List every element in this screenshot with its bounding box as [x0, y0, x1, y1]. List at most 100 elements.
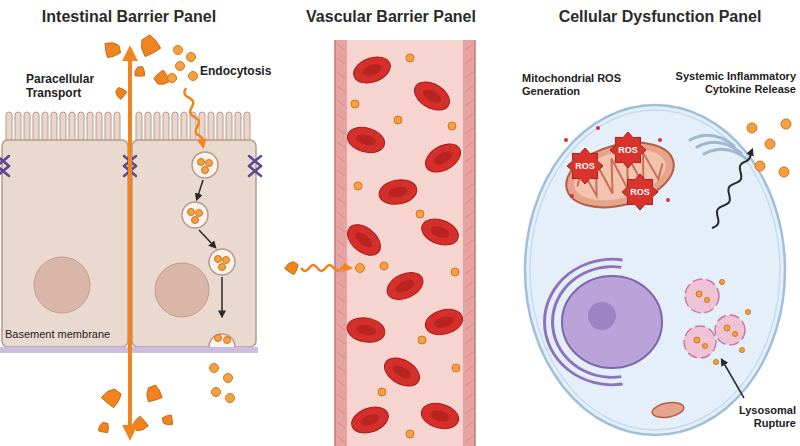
particle-dot: [765, 139, 775, 149]
cell-nucleus: [562, 276, 662, 368]
endothelial-seam: [337, 44, 345, 50]
particle-dot: [189, 72, 198, 81]
endocytic-vesicle: [182, 202, 208, 228]
particle-dot: [378, 388, 386, 396]
endothelial-seam: [465, 128, 473, 134]
endothelial-seam: [465, 366, 473, 372]
particle-dot: [714, 360, 719, 365]
ros-label: ROS: [575, 162, 595, 171]
endothelial-seam: [465, 44, 473, 50]
cell-rim: [342, 219, 387, 262]
endothelial-seam: [337, 72, 345, 78]
cell-rim: [383, 267, 428, 305]
intestinal-illustration: [0, 35, 261, 436]
vessel-edge: [334, 40, 336, 446]
tight-junction: [249, 166, 261, 176]
endothelial-seam: [337, 394, 345, 400]
endothelial-seam: [337, 296, 345, 302]
cell-nucleus: [34, 257, 90, 313]
cell-rim: [380, 352, 425, 392]
panel-heading: Cellular Dysfunction Panel: [520, 0, 800, 26]
tight-junction: [0, 166, 9, 176]
particle-dot: [215, 256, 222, 263]
starburst: [567, 148, 603, 184]
endothelial-seam: [337, 338, 345, 344]
red-blood-cell: [377, 177, 419, 207]
exocytosis-pocket: [209, 334, 235, 347]
endothelial-seam: [465, 170, 473, 176]
cell-dimple: [429, 409, 451, 424]
process-label: Paracellular Transport: [26, 72, 112, 101]
endothelial-seam: [465, 58, 473, 64]
particle-aggregate: [132, 416, 148, 431]
endothelial-seam: [465, 184, 473, 190]
vessel-edge: [474, 40, 476, 446]
endothelial-seam: [465, 352, 473, 358]
cell-dimple: [387, 185, 408, 198]
cell-dimple: [353, 230, 375, 251]
endothelial-seam: [465, 324, 473, 330]
nucleolus: [588, 302, 616, 330]
endothelial-seam: [337, 58, 345, 64]
particle-dot: [215, 335, 222, 342]
particle-dot: [354, 182, 362, 190]
lysosome: [685, 279, 719, 313]
ros-label: ROS: [618, 146, 638, 155]
vessel-wall: [335, 40, 475, 446]
starburst: [610, 132, 646, 168]
panel-heading: Vascular Barrier Panel: [262, 0, 520, 26]
particle-aggregate: [162, 415, 172, 425]
endothelial-seam: [465, 100, 473, 106]
particle-dot: [351, 100, 359, 108]
endothelial-seam: [465, 338, 473, 344]
lysosome: [715, 315, 745, 345]
particle-aggregate: [285, 262, 299, 275]
cell-dimple: [355, 323, 376, 336]
cell-rim: [418, 214, 462, 250]
particle-dot: [176, 62, 185, 71]
endothelial-seam: [465, 394, 473, 400]
translocation-arrow: [301, 265, 350, 271]
particle-dot: [210, 364, 219, 373]
process-label: Mitochondrial ROS Generation: [522, 72, 634, 98]
particle-dot: [223, 257, 230, 264]
red-blood-cell: [345, 123, 388, 156]
endothelial-seam: [465, 86, 473, 92]
endothelial-seam: [337, 156, 345, 162]
cell-rim: [419, 399, 462, 432]
vascular-illustration: [285, 40, 475, 446]
particle-dot: [224, 374, 233, 383]
particle-dot: [694, 337, 700, 343]
cell-rim: [348, 402, 392, 438]
process-label: Endocytosis: [200, 64, 271, 78]
cell-nucleus: [155, 263, 209, 317]
tight-junction: [249, 156, 261, 166]
particle-aggregate: [147, 385, 162, 402]
panel-heading: Intestinal Barrier Panel: [0, 0, 258, 26]
particle-dot: [187, 53, 196, 62]
cell-rim: [377, 177, 419, 207]
transcytosis-arrow: [199, 230, 215, 247]
ros-burst: ROS: [609, 131, 647, 169]
tight-junction: [249, 156, 261, 166]
particle-dot: [696, 291, 702, 297]
cell-dimple: [355, 133, 377, 148]
endothelial-seam: [337, 352, 345, 358]
particle-dot: [452, 364, 460, 372]
endothelial-seam: [337, 240, 345, 246]
particle-dot: [779, 167, 789, 177]
particle-dot: [418, 336, 426, 344]
particle-dot: [720, 280, 725, 285]
endothelial-seam: [465, 212, 473, 218]
particle-dot: [212, 388, 221, 397]
cellular-panel: Cellular Dysfunction PanelROSROSROS: [520, 0, 800, 446]
cell-rim: [421, 138, 466, 178]
particle-dot: [448, 122, 456, 130]
red-blood-cell: [421, 138, 466, 178]
endothelial-seam: [465, 142, 473, 148]
particle-dot: [703, 344, 708, 349]
transcytosis-arrow: [197, 180, 203, 199]
cell-rim: [350, 52, 394, 88]
